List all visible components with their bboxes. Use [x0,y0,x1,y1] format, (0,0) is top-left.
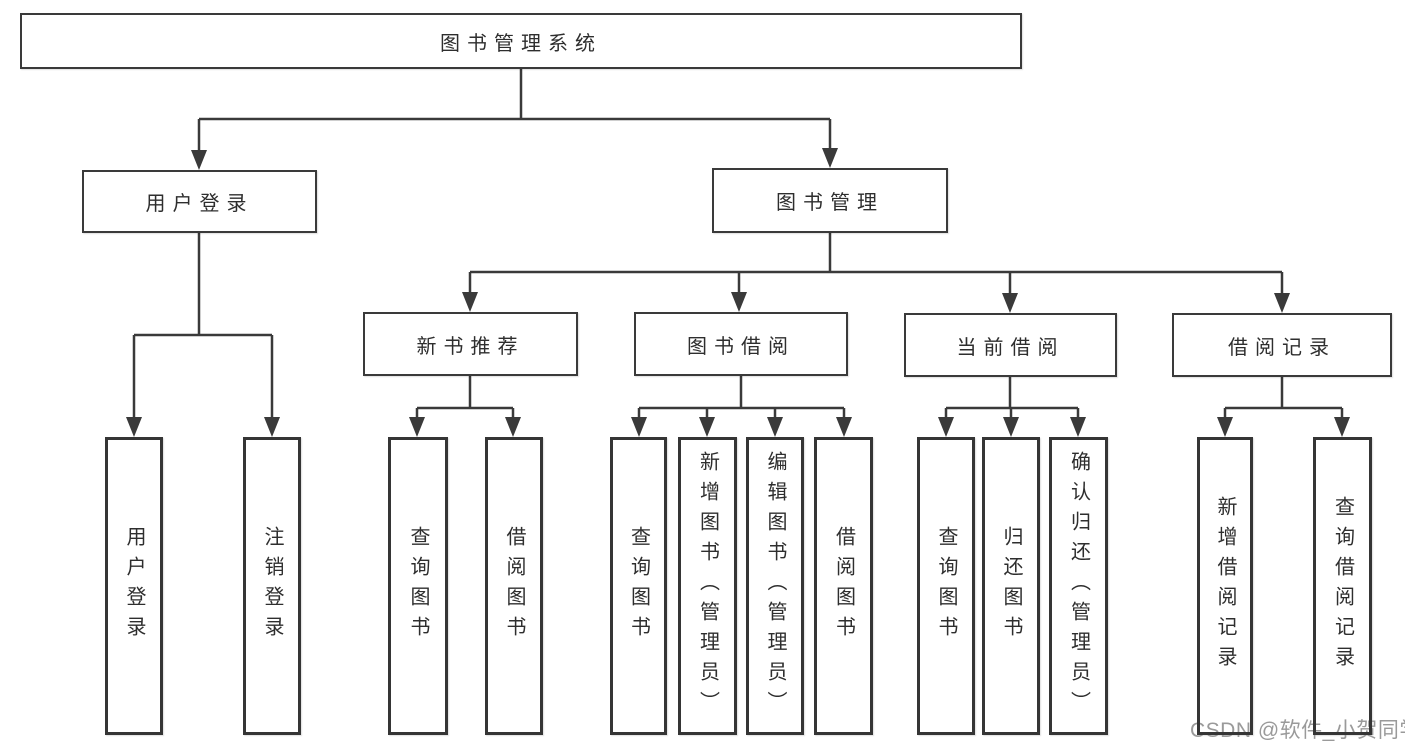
node-label: 新书推荐 [416,335,525,358]
arrowhead-icon [1003,417,1019,437]
node-branch-new-book-recommend: 新书推荐 [363,312,578,376]
arrowhead-icon [409,417,425,437]
node-label: 新增借阅记录 [1214,496,1236,676]
node-label: 当前借阅 [956,336,1065,359]
node-leaf-return-book: 归还图书 [982,437,1040,735]
arrowhead-icon [1274,293,1290,313]
node-branch-current-borrow: 当前借阅 [904,313,1117,377]
node-label: 借阅图书 [503,526,525,646]
node-label: 图书管理系统 [440,32,602,55]
arrowhead-icon [1002,293,1018,313]
node-label: 注销登录 [261,526,283,646]
node-label: 用户登录 [123,526,145,646]
node-label: 图书借阅 [687,335,795,358]
arrowhead-icon [938,417,954,437]
arrowhead-icon [505,417,521,437]
node-leaf-confirm-return-admin: 确认归还（管理员） [1049,437,1108,735]
node-label: 图书管理 [776,192,884,214]
node-label: 借阅记录 [1228,336,1336,359]
node-leaf-edit-book-admin: 编辑图书（管理员） [746,437,804,735]
node-label: 编辑图书（管理员） [764,451,786,721]
arrowhead-icon [822,148,838,168]
watermark-text: CSDN @软件_小贺同学 [1190,719,1405,742]
arrowhead-icon [462,292,478,312]
node-label: 归还图书 [1000,526,1022,646]
node-label: 用户登录 [145,193,254,215]
arrowhead-icon [126,417,142,437]
node-label: 查询图书 [407,526,429,646]
node-branch-user-login: 用户登录 [82,170,317,233]
arrowhead-icon [1070,417,1086,437]
node-label: 查询借阅记录 [1331,496,1354,676]
node-leaf-query-book-borrow: 查询图书 [610,437,667,735]
node-leaf-query-borrow-record: 查询借阅记录 [1313,437,1372,735]
arrowhead-icon [1334,417,1350,437]
node-branch-book-management: 图书管理 [712,168,948,233]
node-leaf-add-book-admin: 新增图书（管理员） [678,437,737,735]
node-leaf-query-book-recommend: 查询图书 [388,437,448,735]
node-leaf-add-borrow-record: 新增借阅记录 [1197,437,1253,735]
arrowhead-icon [767,417,783,437]
node-branch-borrow-record: 借阅记录 [1172,313,1392,377]
arrowhead-icon [1217,417,1233,437]
node-leaf-user-login: 用户登录 [105,437,163,735]
node-leaf-borrow-book-recommend: 借阅图书 [485,437,543,735]
node-label: 查询图书 [935,526,957,646]
node-branch-book-borrow: 图书借阅 [634,312,848,376]
node-root: 图书管理系统 [20,13,1022,69]
arrowhead-icon [631,417,647,437]
node-leaf-logout: 注销登录 [243,437,301,735]
node-leaf-query-book-current: 查询图书 [917,437,975,735]
node-label: 确认归还（管理员） [1067,451,1090,721]
node-leaf-borrow-book: 借阅图书 [814,437,873,735]
arrowhead-icon [731,292,747,312]
node-label: 新增图书（管理员） [696,451,719,721]
arrowhead-icon [264,417,280,437]
arrowhead-icon [191,150,207,170]
node-label: 查询图书 [627,526,650,646]
arrowhead-icon [699,417,715,437]
node-label: 借阅图书 [832,526,855,646]
arrowhead-icon [836,417,852,437]
